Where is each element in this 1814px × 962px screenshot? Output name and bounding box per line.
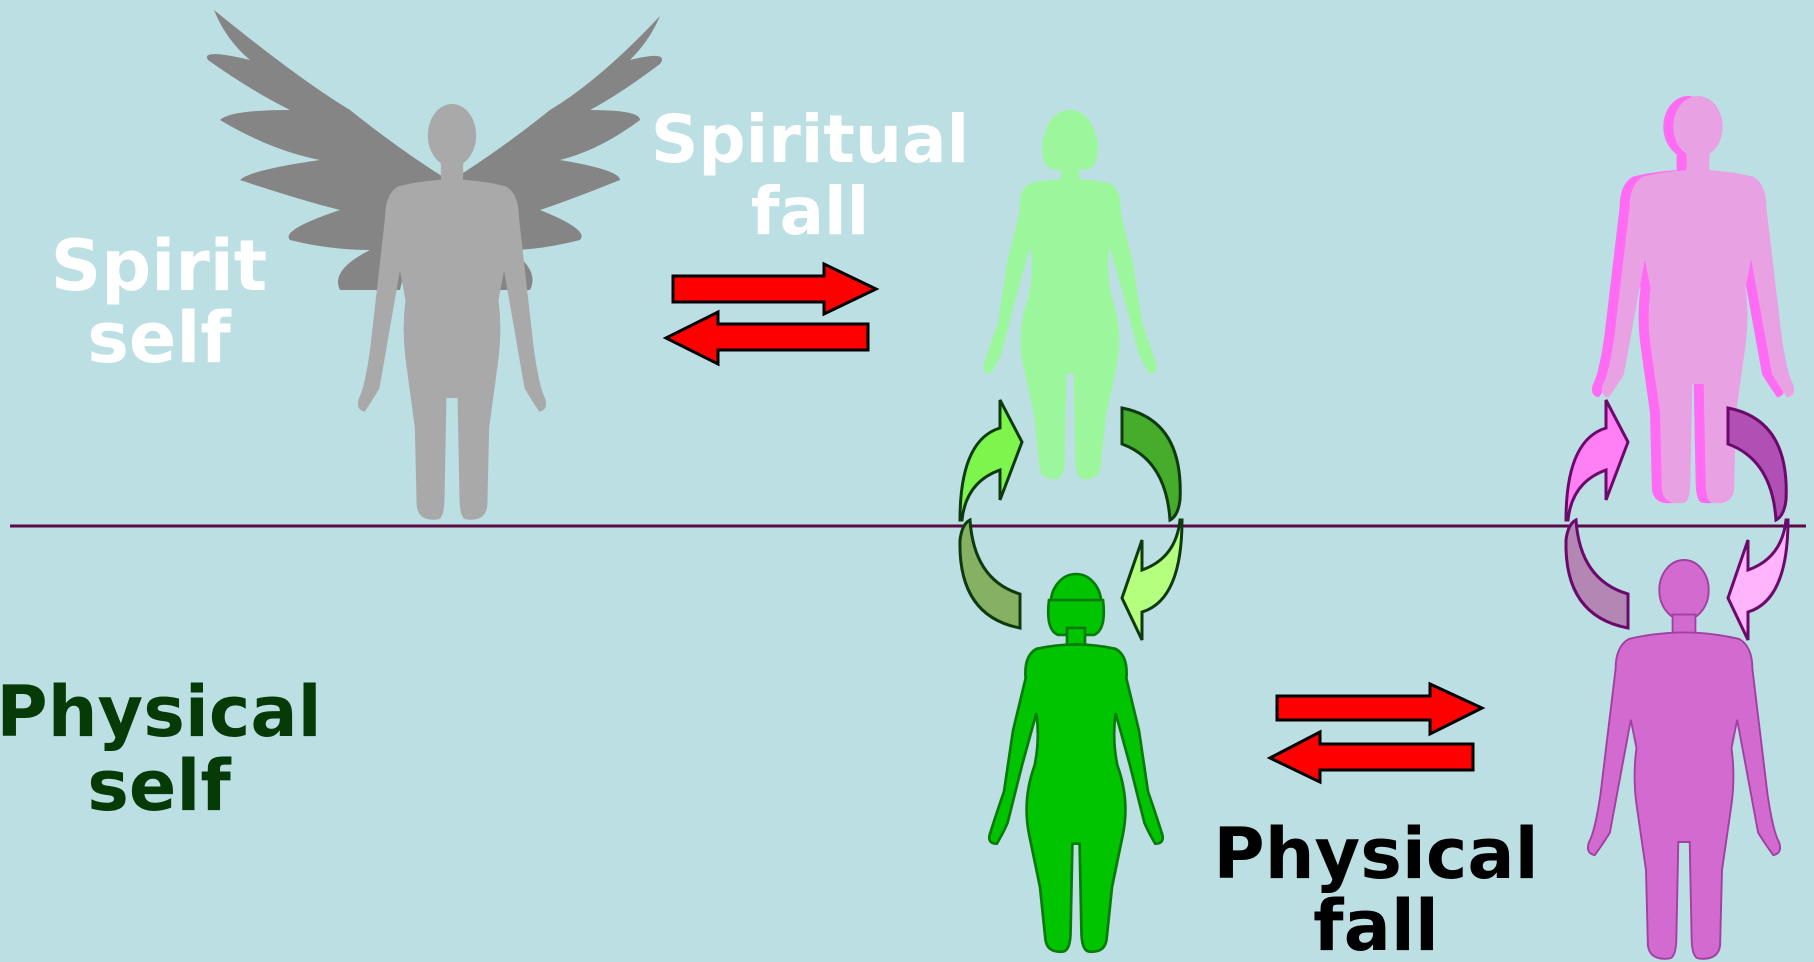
spirit-self-label: Spirit self: [51, 225, 268, 379]
physical-self-line1: Physical: [0, 671, 322, 753]
physical-fall-line2: fall: [1313, 885, 1439, 962]
spiritual-fall-label: Spiritual fall: [651, 101, 969, 250]
physical-fall-label: Physical fall: [1213, 813, 1538, 962]
spirit-self-line1: Spirit: [51, 225, 268, 307]
physical-self-line2: self: [87, 745, 232, 827]
angel-figure-icon: [207, 10, 662, 520]
spiritual-fall-line1: Spiritual: [651, 101, 969, 178]
spirit-self-line2: self: [87, 297, 232, 379]
physical-self-label: Physical self: [0, 671, 322, 827]
spiritual-fall-line2: fall: [751, 173, 870, 250]
physical-fall-double-arrow-icon: [1270, 684, 1482, 782]
spiritual-fall-double-arrow-icon: [666, 264, 876, 364]
physical-fall-line1: Physical: [1213, 813, 1538, 895]
